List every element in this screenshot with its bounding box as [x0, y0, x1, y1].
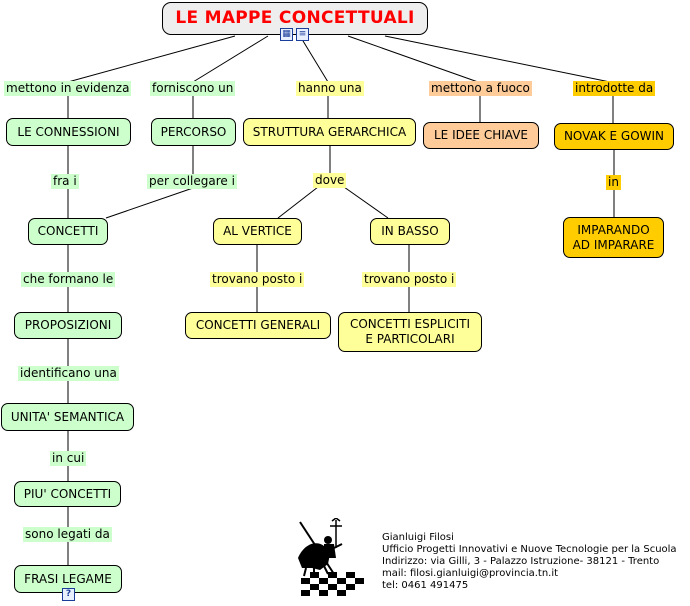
concept-espliciti-line1: CONCETTI ESPLICITI — [349, 317, 470, 331]
link-hanno-una: hanno una — [296, 81, 364, 96]
map-title-text: LE MAPPE CONCETTUALI — [175, 8, 415, 28]
concept-unita-semantica[interactable]: UNITA' SEMANTICA — [1, 403, 134, 431]
link-che-formano-le: che formano le — [21, 272, 116, 287]
image-icon[interactable]: ▦ — [280, 28, 293, 41]
author-credits: Gianluigi Filosi Ufficio Progetti Innova… — [382, 532, 677, 592]
concept-in-basso[interactable]: IN BASSO — [370, 218, 450, 245]
concept-proposizioni[interactable]: PROPOSIZIONI — [14, 312, 122, 339]
link-dove: dove — [313, 173, 347, 188]
concept-concetti-generali[interactable]: CONCETTI GENERALI — [185, 312, 331, 339]
concept-imparando-line1: IMPARANDO — [577, 222, 650, 237]
footer-office: Ufficio Progetti Innovativi e Nuove Tecn… — [382, 544, 677, 555]
concept-concetti-espliciti[interactable]: CONCETTI ESPLICITI E PARTICOLARI — [338, 312, 482, 352]
concept-al-vertice[interactable]: AL VERTICE — [213, 218, 302, 245]
link-mettono-in-evidenza: mettono in evidenza — [4, 81, 132, 96]
question-icon[interactable]: ? — [62, 588, 75, 601]
link-sono-legati-da: sono legati da — [23, 527, 112, 542]
concept-imparando-ad-imparare[interactable]: IMPARANDO AD IMPARARE — [563, 217, 664, 258]
footer-email[interactable]: mail: filosi.gianluigi@provincia.tn.it — [382, 568, 559, 579]
concept-le-connessioni[interactable]: LE CONNESSIONI — [6, 118, 131, 146]
link-identificano-una: identificano una — [18, 366, 119, 381]
concept-concetti[interactable]: CONCETTI — [28, 218, 108, 245]
concept-le-idee-chiave[interactable]: LE IDEE CHIAVE — [423, 122, 539, 149]
concept-piu-concetti[interactable]: PIU' CONCETTI — [14, 481, 121, 507]
chess-knight-logo — [298, 518, 364, 596]
link-per-collegare-i: per collegare i — [147, 174, 237, 189]
concept-novak-e-gowin[interactable]: NOVAK E GOWIN — [554, 123, 674, 150]
footer-address: Indirizzo: via Gilli, 3 - Palazzo Istruz… — [382, 556, 660, 567]
map-title: LE MAPPE CONCETTUALI — [162, 2, 428, 35]
concept-struttura-gerarchica[interactable]: STRUTTURA GERARCHICA — [243, 118, 416, 146]
concept-imparando-line2: AD IMPARARE — [572, 237, 655, 252]
link-trovano-posto-i-vertice: trovano posto i — [210, 272, 305, 287]
link-introdotte-da: introdotte da — [573, 81, 656, 96]
link-mettono-a-fuoco: mettono a fuoco — [429, 81, 532, 96]
footer-author: Gianluigi Filosi — [382, 532, 454, 543]
link-fra-i: fra i — [51, 174, 79, 189]
footer-phone: tel: 0461 491475 — [382, 580, 469, 591]
link-in: in — [606, 175, 621, 190]
concept-percorso[interactable]: PERCORSO — [151, 118, 236, 146]
document-icon[interactable]: ≡ — [296, 28, 309, 41]
link-trovano-posto-i-basso: trovano posto i — [362, 272, 457, 287]
link-forniscono-un: forniscono un — [150, 81, 236, 96]
concept-espliciti-line2: E PARTICOLARI — [365, 332, 455, 346]
link-in-cui: in cui — [50, 451, 87, 466]
